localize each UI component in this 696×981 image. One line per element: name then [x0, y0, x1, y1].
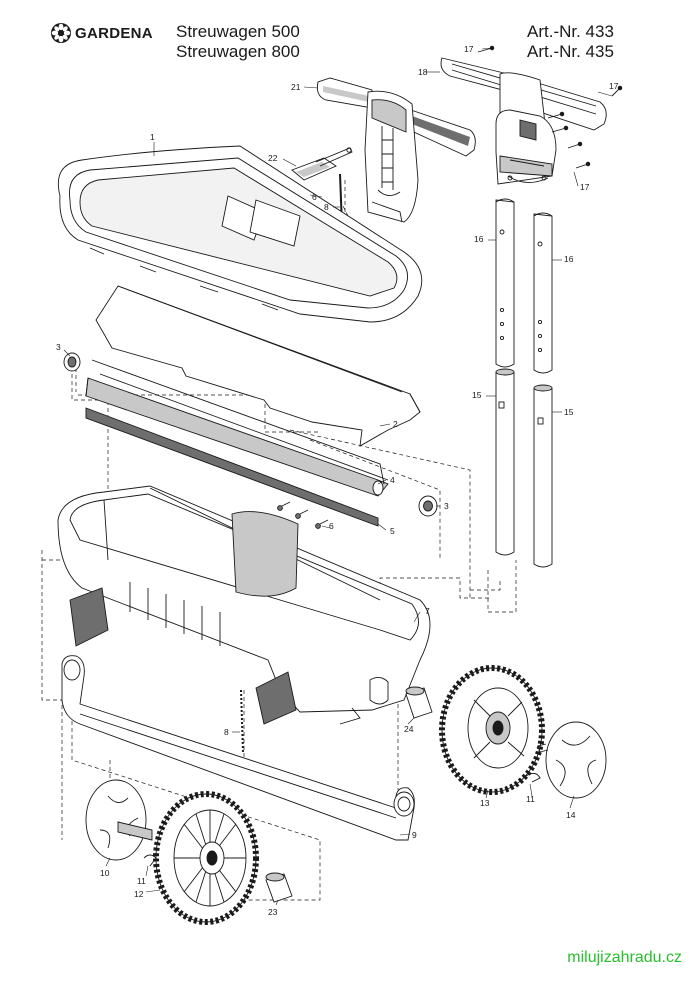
- label-part-2: 2: [393, 419, 398, 429]
- label-part-12: 12: [134, 889, 144, 899]
- label-part-16-right: 16: [564, 254, 574, 264]
- part-7-hopper: [57, 485, 431, 725]
- label-part-11-right: 11: [526, 794, 535, 804]
- label-part-15-left: 15: [472, 390, 482, 400]
- label-part-17-right: 17: [609, 81, 619, 91]
- part-13-right-wheel: [439, 665, 545, 795]
- brand-name: GARDENA: [75, 24, 153, 42]
- model-title-800: Streuwagen 800: [176, 42, 300, 61]
- part-11-clip-right: [525, 773, 541, 783]
- label-part-13: 13: [480, 798, 490, 808]
- part-11-clip-left: [143, 854, 157, 867]
- label-part-11-left: 11: [137, 876, 146, 886]
- label-part-1: 1: [150, 132, 155, 142]
- label-part-4: 4: [390, 475, 395, 485]
- part-17-screws: [477, 45, 623, 169]
- label-part-3-right: 3: [444, 501, 449, 511]
- article-number-435: Art.-Nr. 435: [527, 42, 614, 61]
- watermark: milujizahradu.cz: [567, 949, 682, 966]
- label-part-5: 5: [390, 526, 395, 536]
- part-number-labels: 1 18 21 22 6 8 17 17 17 16 16 15 15 3 2 …: [56, 44, 619, 917]
- part-16-tubes: [495, 198, 553, 374]
- part-24-bushing: [405, 686, 433, 719]
- part-14-right-hubcap: [537, 721, 607, 799]
- gear-flower-icon: [51, 23, 71, 43]
- model-title-500: Streuwagen 500: [176, 22, 300, 41]
- label-part-17-top: 17: [464, 44, 474, 54]
- label-part-24: 24: [404, 724, 414, 734]
- part-5-bar: [85, 407, 379, 527]
- part-6-screws-lower: [277, 501, 329, 529]
- label-part-10: 10: [100, 868, 110, 878]
- label-part-18: 18: [418, 67, 428, 77]
- label-part-21: 21: [291, 82, 301, 92]
- brand-logo: GARDENA: [50, 20, 153, 46]
- part-2-flap: [95, 285, 421, 447]
- part-12-left-wheel: [153, 791, 259, 925]
- part-9-axle-frame: [61, 655, 415, 841]
- part-22-lever: [291, 147, 353, 181]
- part-18-upper-frame: [440, 57, 607, 185]
- part-10-left-hubcap: [85, 779, 153, 861]
- part-1-top-frame: [57, 145, 423, 323]
- label-part-6-upper: 6: [312, 192, 317, 202]
- label-part-16-left: 16: [474, 234, 484, 244]
- part-21-handle-grip: [316, 77, 476, 223]
- label-part-22: 22: [268, 153, 278, 163]
- leader-lines: [63, 47, 613, 906]
- part-3-bearings: [63, 352, 438, 517]
- label-part-3-left: 3: [56, 342, 61, 352]
- part-15-tubes: [495, 368, 553, 568]
- label-part-17-lower: 17: [580, 182, 590, 192]
- label-part-15-right: 15: [564, 407, 574, 417]
- label-part-9: 9: [412, 830, 417, 840]
- part-23-bushing: [265, 872, 293, 903]
- label-part-8-lower: 8: [224, 727, 229, 737]
- label-part-6-lower: 6: [329, 521, 334, 531]
- label-part-8-upper: 8: [324, 202, 329, 212]
- part-8-pin-lower: [240, 689, 244, 753]
- label-part-23: 23: [268, 907, 278, 917]
- label-part-14: 14: [566, 810, 576, 820]
- article-number-433: Art.-Nr. 433: [527, 22, 614, 41]
- label-part-7: 7: [425, 606, 430, 616]
- part-4-shaft: [85, 359, 389, 497]
